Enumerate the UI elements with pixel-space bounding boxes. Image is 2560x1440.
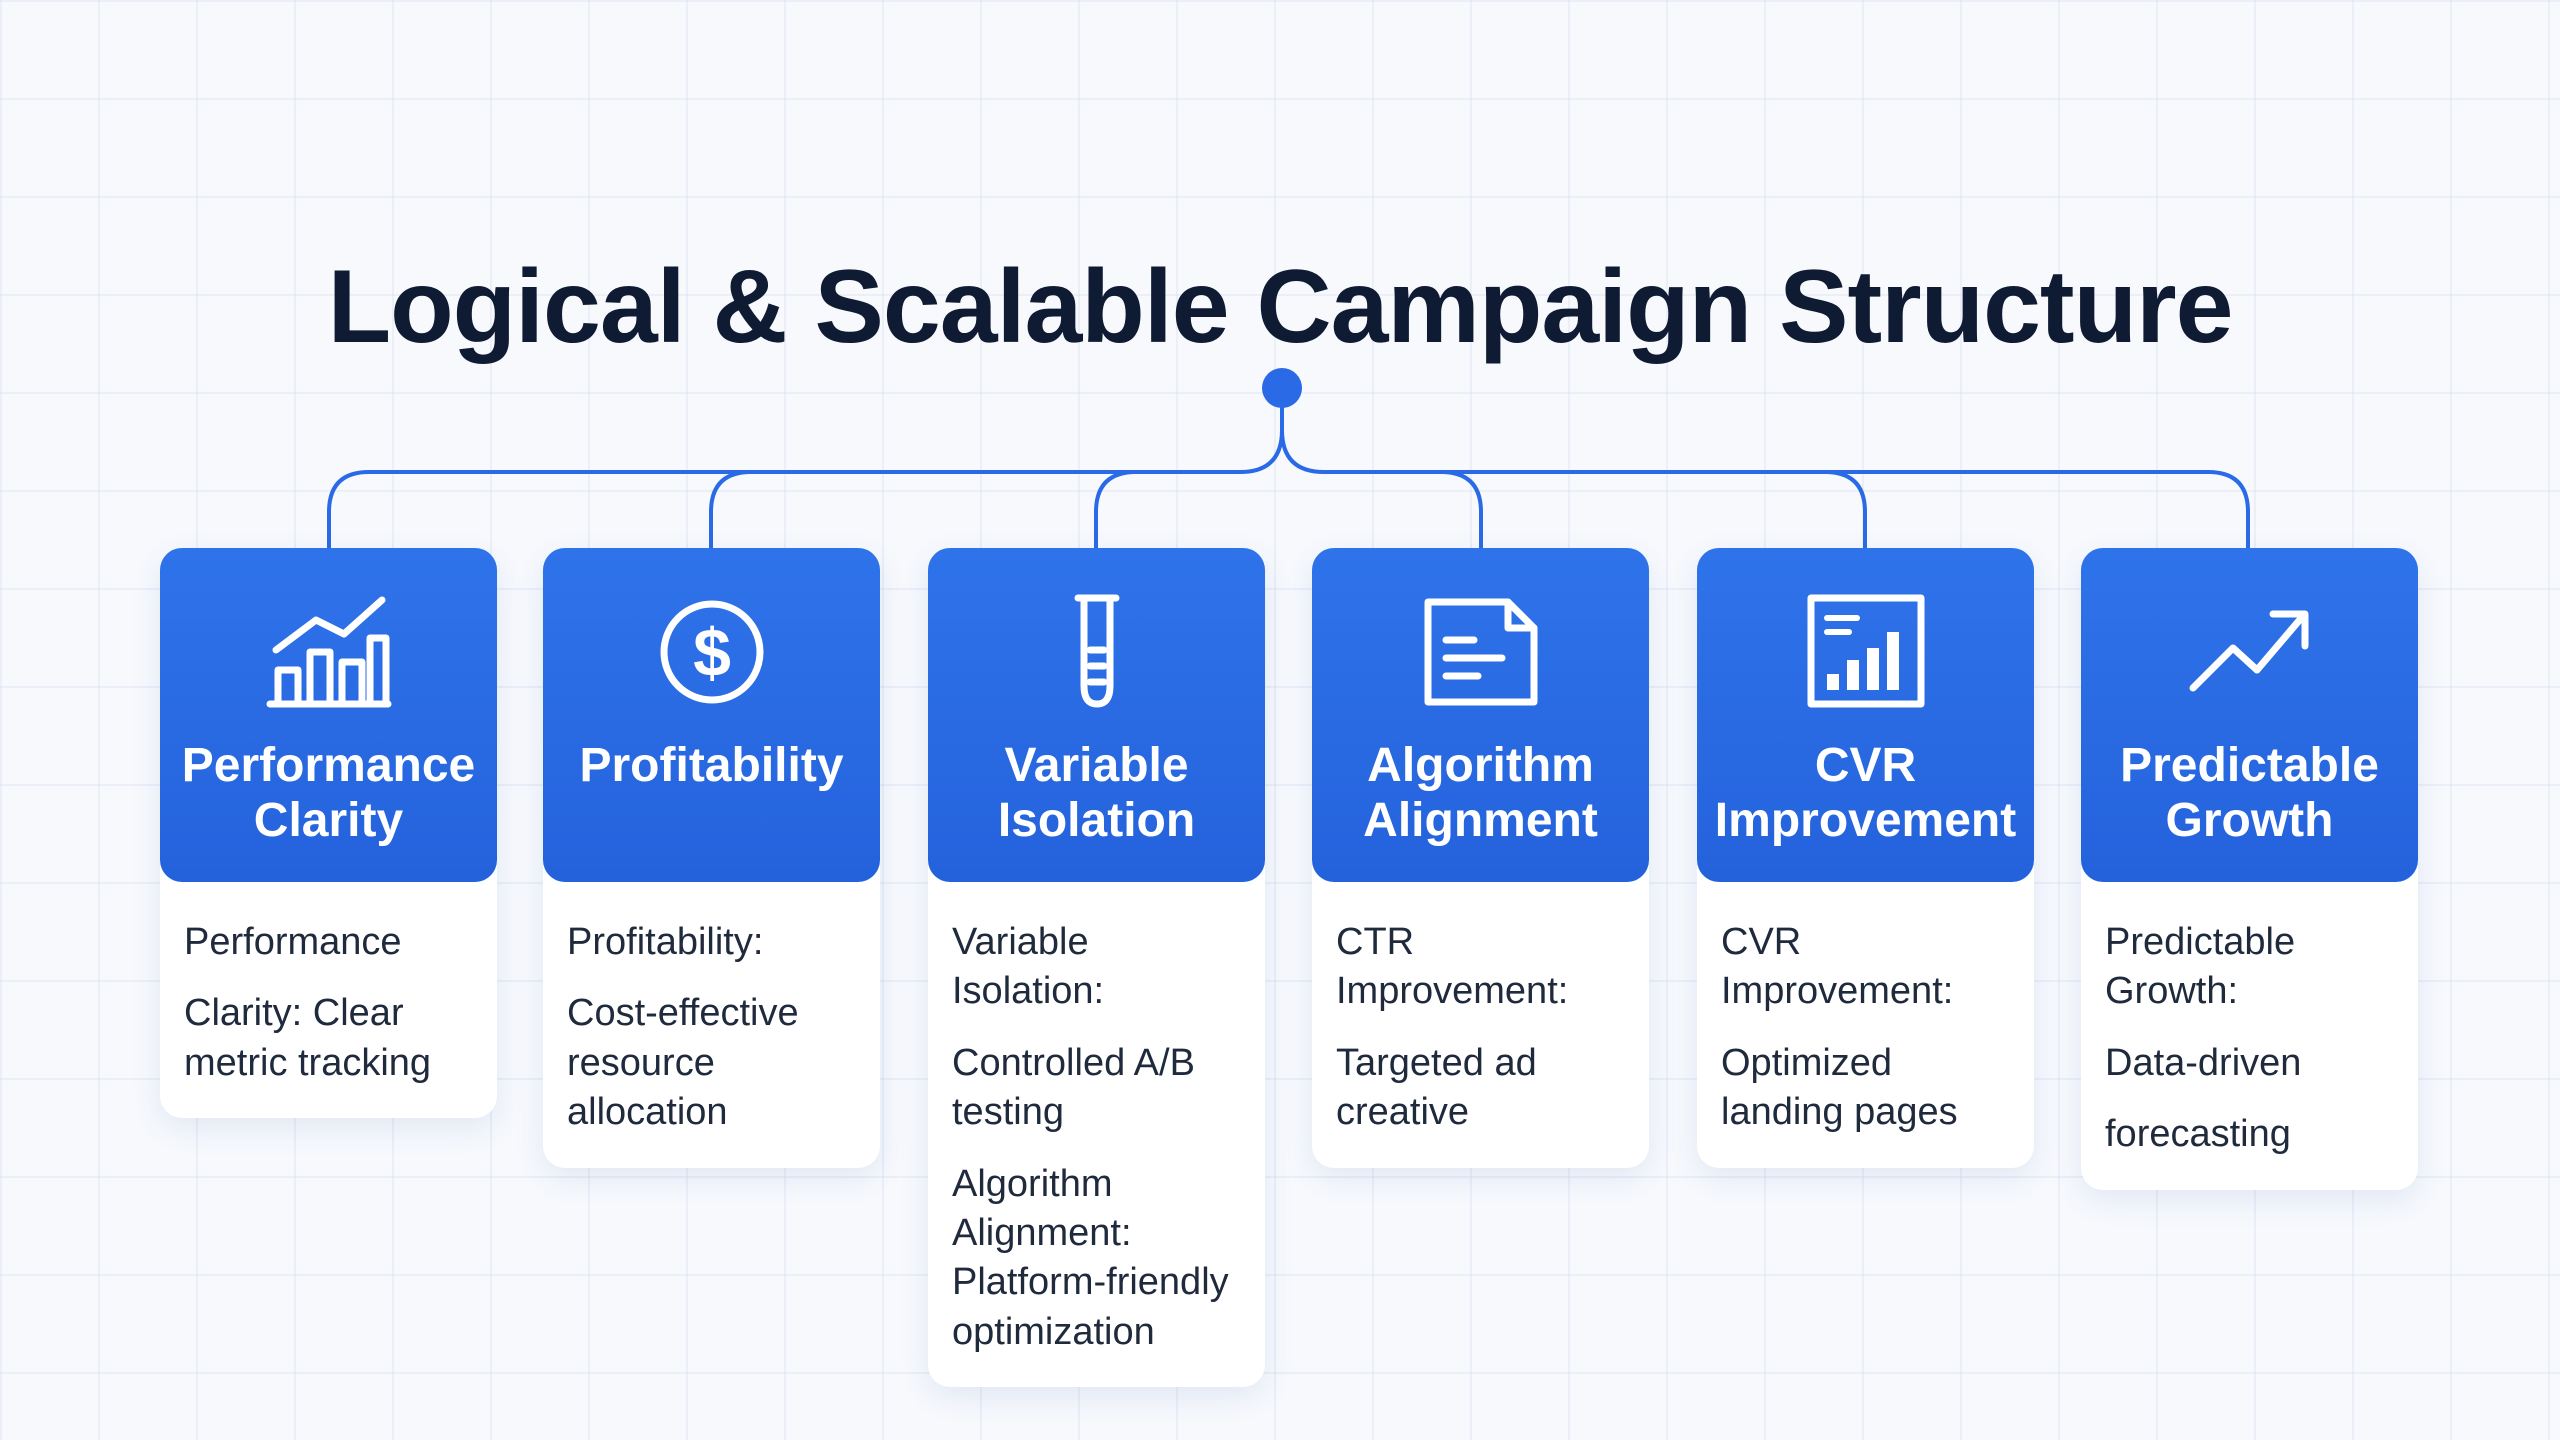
bar-chart-trend-icon — [266, 596, 391, 708]
trend-arrow-icon — [2189, 610, 2308, 692]
card-body-line: Data-driven — [2105, 1041, 2302, 1084]
card-body-line: Controlled A/B testing — [952, 1041, 1195, 1134]
card-body-line: Algorithm Alignment: Platform-friendly o… — [952, 1162, 1229, 1353]
card-body: CTR Improvement: Targeted ad creative — [1312, 882, 1649, 1168]
card-title: Performance Clarity — [181, 739, 476, 848]
card-body-line: Cost-effective resource allocation — [567, 992, 799, 1134]
card-algorithm-alignment: Algorithm Alignment CTR Improvement: Tar… — [1312, 548, 1649, 1168]
document-icon — [1424, 598, 1537, 706]
card-body-line: Clarity: Clear metric tracking — [184, 992, 432, 1084]
card-body-line: Predictable Growth: — [2105, 921, 2296, 1013]
card-header: Variable Isolation — [928, 548, 1265, 882]
card-body: Profitability: Cost-effective resource a… — [543, 882, 880, 1168]
card-body: Variable Isolation: Controlled A/B testi… — [928, 882, 1265, 1387]
card-body-line: Performance — [184, 921, 402, 963]
card-predictable-growth: Predictable Growth Predictable Growth: D… — [2081, 548, 2418, 1190]
root-node — [1262, 368, 1302, 408]
card-body-line: Targeted ad creative — [1336, 1041, 1537, 1134]
card-body-line: forecasting — [2105, 1113, 2291, 1156]
card-title: CVR Improvement — [1714, 739, 2017, 848]
card-header: Algorithm Alignment — [1312, 548, 1649, 882]
card-header: Performance Clarity — [160, 548, 497, 882]
card-header: CVR Improvement — [1697, 548, 2034, 882]
page-title: Logical & Scalable Campaign Structure — [327, 248, 2234, 365]
card-title: Profitability — [579, 739, 844, 792]
card-body-line: Optimized landing pages — [1721, 1041, 1958, 1134]
card-title: Algorithm Alignment — [1363, 739, 1598, 848]
card-body: CVR Improvement: Optimized landing pages — [1697, 882, 2034, 1168]
tree-connector — [327, 368, 2250, 550]
test-tube-icon — [1074, 594, 1119, 708]
card-body-line: Variable Isolation: — [952, 921, 1105, 1013]
bar-chart-board-icon — [1807, 594, 1924, 708]
card-header: Predictable Growth — [2081, 548, 2418, 882]
card-title: Variable Isolation — [997, 739, 1196, 848]
card-profitability: $ Profitability Profitability: Cost-effe… — [543, 548, 880, 1168]
card-body-line: CVR Improvement: — [1721, 921, 1954, 1013]
card-performance-clarity: Performance Clarity Performance Clarity:… — [160, 548, 497, 1119]
card-title: Predictable Growth — [2120, 739, 2379, 848]
card-cvr-improvement: CVR Improvement CVR Improvement: Optimiz… — [1697, 548, 2034, 1168]
card-body: Predictable Growth: Data-driven forecast… — [2081, 882, 2418, 1190]
card-body-line: Profitability: — [567, 921, 764, 963]
card-header: $ Profitability — [543, 548, 880, 882]
card-body: Performance Clarity: Clear metric tracki… — [160, 882, 497, 1118]
svg-text:$: $ — [693, 615, 731, 691]
card-variable-isolation: Variable Isolation Variable Isolation: C… — [928, 548, 1265, 1388]
dollar-coin-icon: $ — [660, 600, 763, 704]
card-body-line: CTR Improvement: — [1336, 921, 1569, 1013]
